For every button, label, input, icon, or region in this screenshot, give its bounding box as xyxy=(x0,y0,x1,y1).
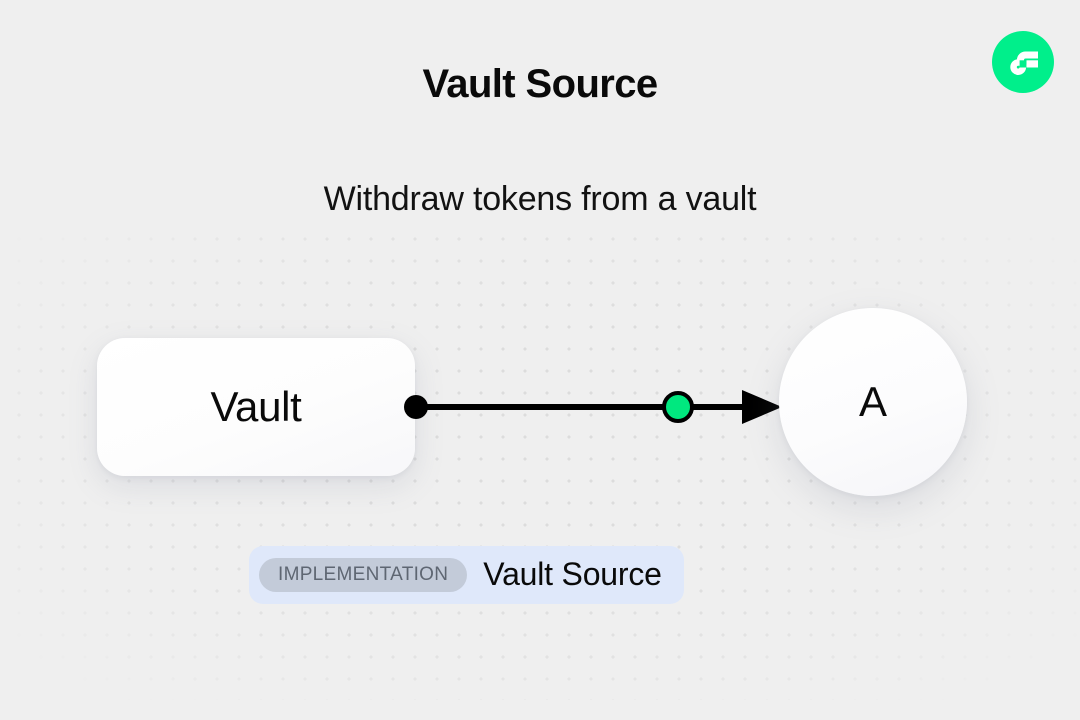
page-subtitle: Withdraw tokens from a vault xyxy=(323,180,757,218)
connector-midpoint-handle xyxy=(662,391,694,423)
connector-vault-to-account[interactable] xyxy=(396,378,796,438)
node-vault[interactable]: Vault xyxy=(97,338,415,476)
node-vault-label: Vault xyxy=(210,383,302,430)
implementation-badge: IMPLEMENTATION Vault Source xyxy=(249,546,684,604)
implementation-tag: IMPLEMENTATION xyxy=(259,558,468,592)
connector-source-handle xyxy=(404,395,428,419)
node-account-a-label: A xyxy=(858,378,887,425)
implementation-name: Vault Source xyxy=(483,555,662,592)
flow-logo-icon xyxy=(992,31,1054,93)
node-account-a[interactable]: A xyxy=(779,308,967,496)
page-title: Vault Source xyxy=(422,62,658,106)
